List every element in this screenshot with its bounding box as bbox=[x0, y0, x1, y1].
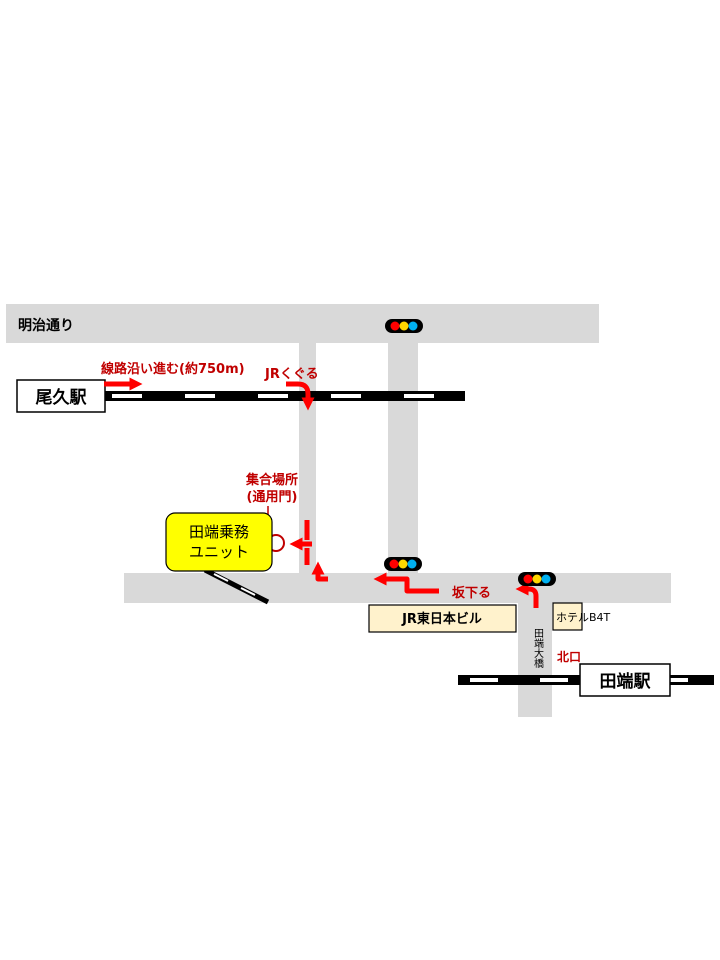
railway-track-icon bbox=[203, 567, 270, 605]
destination-callout: 田端乗務 ユニット bbox=[165, 512, 273, 572]
meeting-point-gate-label: (通用門) bbox=[247, 489, 298, 505]
meeting-point-label: 集合場所 bbox=[245, 472, 298, 488]
north-exit-label: 北口 bbox=[557, 649, 581, 664]
downhill-label: 坂下る bbox=[452, 585, 491, 601]
destination-label-2: ユニット bbox=[189, 543, 249, 561]
destination-label-1: 田端乗務 bbox=[189, 523, 249, 541]
route-arrow-icon bbox=[104, 377, 539, 608]
traffic-signal-icon bbox=[385, 319, 423, 333]
railway-track-icon bbox=[105, 391, 465, 401]
building-hotel: ホテルB4T bbox=[552, 602, 611, 631]
vertical-road-right bbox=[388, 343, 418, 573]
pass-under-jr-label: JRくぐる bbox=[264, 367, 319, 382]
station-tabata-label: 田端駅 bbox=[600, 671, 652, 692]
tabata-ohashi-road bbox=[518, 603, 552, 717]
station-tabata: 田端駅 bbox=[579, 663, 671, 697]
roads bbox=[6, 304, 671, 717]
meiji-dori-label: 明治通り bbox=[18, 317, 74, 334]
traffic-signal-icon bbox=[518, 572, 556, 586]
follow-tracks-label: 線路沿い進む(約750m) bbox=[101, 361, 245, 377]
station-oku: 尾久駅 bbox=[16, 379, 106, 413]
station-oku-label: 尾久駅 bbox=[36, 387, 88, 408]
building-hotel-label: ホテルB4T bbox=[556, 611, 611, 624]
meiji-dori-road bbox=[6, 304, 599, 343]
tabata-ohashi-label: 田端大橋 bbox=[532, 628, 544, 669]
building-jr-east-label: JR東日本ビル bbox=[401, 611, 482, 627]
building-jr-east: JR東日本ビル bbox=[368, 604, 517, 633]
traffic-signal-icon bbox=[384, 557, 422, 571]
